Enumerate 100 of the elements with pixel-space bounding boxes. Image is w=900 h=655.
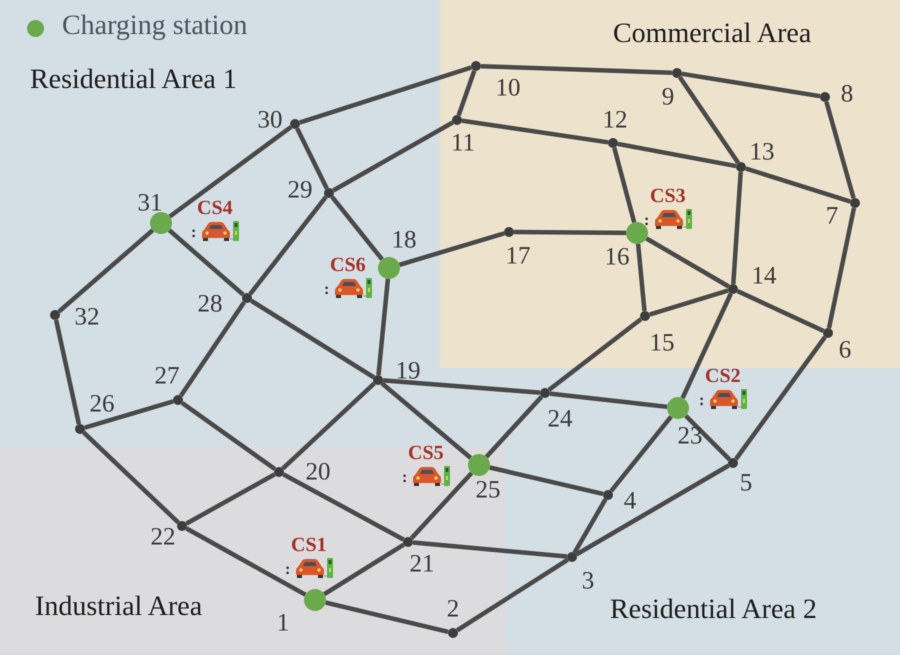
node-number: 32 <box>74 304 100 330</box>
road-line <box>826 207 856 329</box>
road-line <box>185 526 306 597</box>
road-line <box>185 472 276 526</box>
road-line <box>678 76 740 164</box>
station-label: CS5 <box>408 443 444 463</box>
road-line <box>489 465 604 496</box>
node-number: 11 <box>450 130 476 156</box>
area-label: Industrial Area <box>35 591 202 623</box>
node-number: 26 <box>90 392 114 416</box>
road-line <box>332 120 454 192</box>
road-line <box>299 65 472 125</box>
road-line <box>282 472 405 542</box>
road-line <box>682 72 820 98</box>
node-number: 2 <box>446 596 460 622</box>
road-line <box>82 430 180 524</box>
road-line <box>180 401 276 471</box>
node-number: 31 <box>138 190 162 216</box>
road-line <box>295 128 329 190</box>
node-number: 3 <box>582 568 594 594</box>
node-number: 29 <box>288 178 312 202</box>
station-label: CS4 <box>197 198 233 218</box>
road-line <box>462 118 608 145</box>
colon-mark: : <box>402 470 408 486</box>
road-line <box>636 244 647 312</box>
node-number: 4 <box>624 488 636 514</box>
area-label: Residential Area 1 <box>30 64 237 96</box>
road-line <box>731 172 743 284</box>
node-number: 14 <box>752 264 776 288</box>
node-number: 30 <box>258 108 282 132</box>
node-number: 13 <box>750 140 774 164</box>
road-line <box>168 125 292 218</box>
node-number: 20 <box>306 460 330 484</box>
road-line <box>745 166 851 204</box>
node-number: 27 <box>154 364 180 388</box>
road-line <box>736 289 824 333</box>
road-line <box>684 414 732 462</box>
node-number: 1 <box>276 610 290 636</box>
station-label: CS3 <box>650 186 686 206</box>
road-line <box>824 101 856 199</box>
road-line <box>330 196 384 261</box>
node-number: 15 <box>650 330 674 356</box>
road-line <box>178 300 246 398</box>
node-number: 7 <box>826 204 838 228</box>
road-line <box>456 558 569 632</box>
road-line <box>410 472 474 540</box>
legend-label: Charging station <box>62 10 248 42</box>
area-label: Commercial Area <box>613 18 812 50</box>
node-number: 23 <box>678 424 702 448</box>
road-line <box>550 391 668 410</box>
road-line <box>248 196 328 296</box>
road-line <box>480 64 672 76</box>
road-line <box>548 317 642 392</box>
node-number: 25 <box>476 478 500 502</box>
road-line <box>645 236 730 288</box>
road-line <box>54 319 82 425</box>
colon-mark: : <box>285 562 290 578</box>
road-line <box>734 336 827 460</box>
road-line <box>572 498 608 554</box>
node-number: 18 <box>392 228 416 252</box>
road-line <box>609 415 673 493</box>
node-number: 17 <box>506 244 530 268</box>
colon-mark: : <box>644 213 650 229</box>
road-line <box>575 464 730 556</box>
road-line <box>380 381 472 460</box>
road-line <box>250 298 375 380</box>
station-label: CS6 <box>330 255 366 275</box>
road-line <box>325 600 449 634</box>
node-number: 6 <box>838 338 852 362</box>
area-label: Residential Area 2 <box>610 594 817 626</box>
road-line <box>612 147 636 223</box>
road-line <box>382 378 540 395</box>
road-line <box>84 399 174 430</box>
road-line <box>617 142 737 168</box>
road-line <box>649 288 729 317</box>
node-number: 9 <box>662 84 674 110</box>
road-line <box>412 540 568 559</box>
road-line <box>323 542 405 596</box>
area-region <box>440 0 900 368</box>
node-number: 5 <box>740 470 752 496</box>
node-number: 22 <box>150 524 176 550</box>
road-line <box>514 230 626 236</box>
road-line <box>168 228 245 296</box>
colon-mark: : <box>699 393 704 409</box>
road-line <box>456 70 476 116</box>
node-number: 12 <box>602 108 628 132</box>
node-number: 19 <box>396 358 420 384</box>
road-line <box>680 292 733 399</box>
road-line <box>281 382 376 470</box>
road-line <box>398 231 505 267</box>
colon-mark: : <box>191 225 196 241</box>
road-line <box>376 278 390 376</box>
node-number: 16 <box>604 244 630 270</box>
node-number: 24 <box>548 406 572 432</box>
road-line <box>484 395 544 458</box>
node-number: 28 <box>198 292 222 316</box>
colon-mark: : <box>324 282 330 298</box>
node-number: 10 <box>496 76 520 100</box>
node-number: 21 <box>410 552 434 576</box>
road-line <box>57 228 154 314</box>
